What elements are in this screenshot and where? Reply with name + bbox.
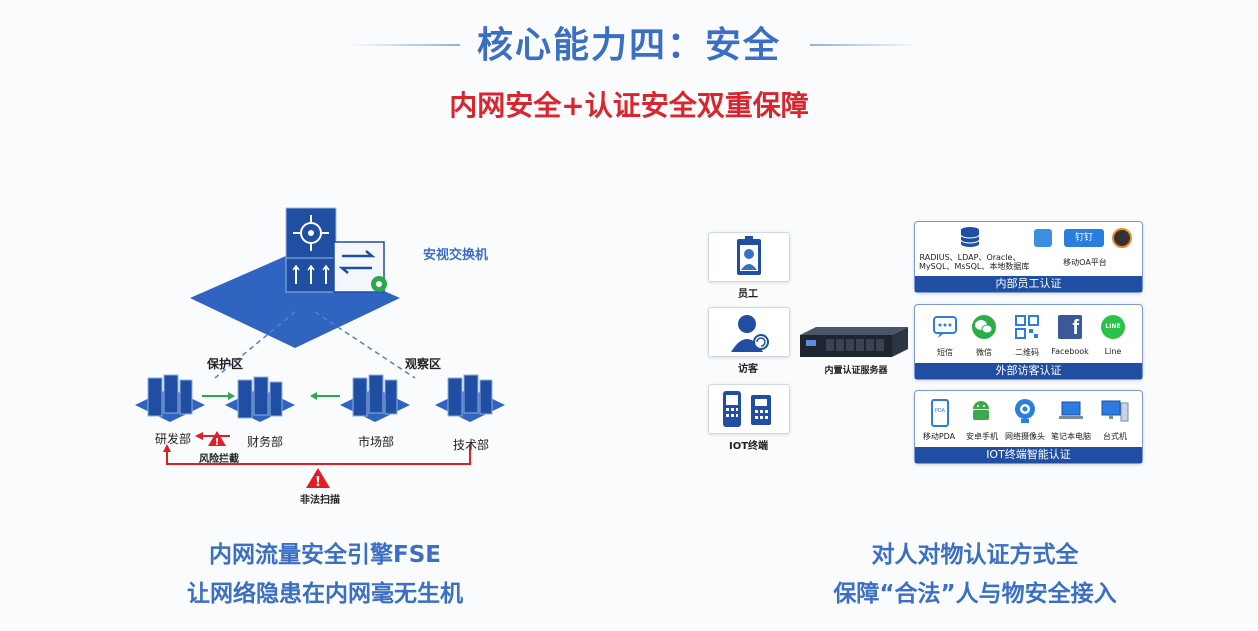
zone-observe-label: 观察区 [405, 357, 442, 371]
dept-label-finance: 财务部 [247, 435, 284, 449]
iot-item-android: 安卓手机 [966, 432, 998, 441]
iot-devices-icon [723, 391, 771, 427]
db-text-2: MySQL、MsSQL、本地数据库 [919, 262, 1030, 271]
green-arrow-2 [310, 392, 340, 400]
right-caption-line1: 对人对物认证方式全 [871, 542, 1079, 568]
page-title: 核心能力四：安全 [476, 25, 781, 66]
iot-item-pda: 移动PDA [922, 432, 956, 441]
facebook-icon: f [1058, 315, 1082, 339]
user-label-visitor: 访客 [738, 364, 758, 375]
network-diagram: ! ! [135, 207, 505, 490]
visitor-item-qrcode: 二维码 [1015, 348, 1039, 357]
warning-icon-scan: ! [306, 468, 330, 490]
webcam-icon [1015, 399, 1035, 423]
internal-auth-bar: 内部员工认证 [915, 276, 1142, 292]
sms-icon [933, 316, 957, 338]
mail-app-icon [1034, 229, 1052, 247]
desktop-icon [1101, 400, 1129, 422]
user-label-employee: 员工 [738, 289, 758, 300]
iot-item-webcam: 网络摄像头 [1005, 432, 1045, 441]
right-caption-line2: 保障“合法”人与物安全接入 [833, 581, 1117, 607]
zone-protect-label: 保护区 [207, 357, 244, 371]
db-text-1: RADIUS、LDAP、Oracle、 [919, 253, 1021, 262]
iot-auth-card: PDA 移动PDA 安卓手机 网络摄像头 笔记本电脑 台式机 IOT终端智能认证 [914, 390, 1143, 464]
iot-auth-bar: IOT终端智能认证 [915, 447, 1142, 463]
qrcode-icon [1015, 315, 1039, 339]
wechat-icon [972, 315, 996, 339]
user-card-iot [708, 384, 790, 434]
server-tech [435, 374, 505, 422]
visitor-item-sms: 短信 [937, 348, 953, 357]
employee-badge-icon [737, 236, 761, 275]
auth-server-label: 内置认证服务器 [824, 366, 888, 376]
visitor-auth-bar: 外部访客认证 [915, 363, 1142, 379]
visitor-auth-card: f LINE 短信 微信 二维码 Facebook Line 外部访客认证 [914, 304, 1143, 380]
title-line-right [810, 44, 920, 46]
laptop-icon [1059, 401, 1083, 419]
server-rd [135, 374, 205, 422]
database-icon [960, 227, 980, 247]
pda-icon: PDA [931, 399, 949, 427]
svg-text:!: ! [315, 475, 321, 490]
dept-label-rd: 研发部 [155, 432, 192, 446]
page-subtitle: 内网安全+认证安全双重保障 [449, 89, 809, 122]
line-icon: LINE [1101, 315, 1125, 339]
link-observe [314, 311, 416, 379]
dept-label-tech: 技术部 [453, 438, 490, 452]
user-card-employee [708, 232, 790, 282]
internal-auth-card: RADIUS、LDAP、Oracle、 MySQL、MsSQL、本地数据库 钉钉… [914, 221, 1143, 293]
switch-icon [285, 207, 387, 293]
green-arrow-1 [202, 392, 235, 400]
title-line-left [350, 44, 460, 46]
visitor-item-line: Line [1104, 347, 1122, 356]
android-icon [973, 401, 989, 420]
oa-platform-label: 移动OA平台 [1063, 258, 1107, 267]
svg-text:!: ! [215, 437, 220, 448]
owl-app-icon [1112, 228, 1132, 248]
iot-item-laptop: 笔记本电脑 [1051, 432, 1091, 441]
scan-arrow [163, 444, 471, 465]
illegal-scan-label: 非法扫描 [300, 495, 340, 506]
user-card-visitor [708, 307, 790, 357]
left-caption-line2: 让网络隐患在内网毫无生机 [187, 581, 463, 607]
server-market [340, 374, 410, 422]
iot-item-desktop: 台式机 [1103, 432, 1127, 441]
visitor-item-facebook: Facebook [1051, 347, 1089, 356]
dept-label-market: 市场部 [358, 435, 395, 449]
auth-server-icon [800, 327, 908, 357]
left-caption-line1: 内网流量安全引擎FSE [209, 542, 441, 568]
dingtalk-icon: 钉钉 [1064, 229, 1104, 247]
server-finance [225, 376, 295, 422]
user-label-iot: IOT终端 [729, 441, 769, 452]
visitor-item-wechat: 微信 [976, 348, 992, 357]
visitor-icon [731, 315, 769, 352]
risk-block-label: 风险拦截 [199, 454, 239, 465]
switch-label: 安视交换机 [423, 248, 489, 263]
warning-icon-risk: ! [208, 431, 226, 448]
